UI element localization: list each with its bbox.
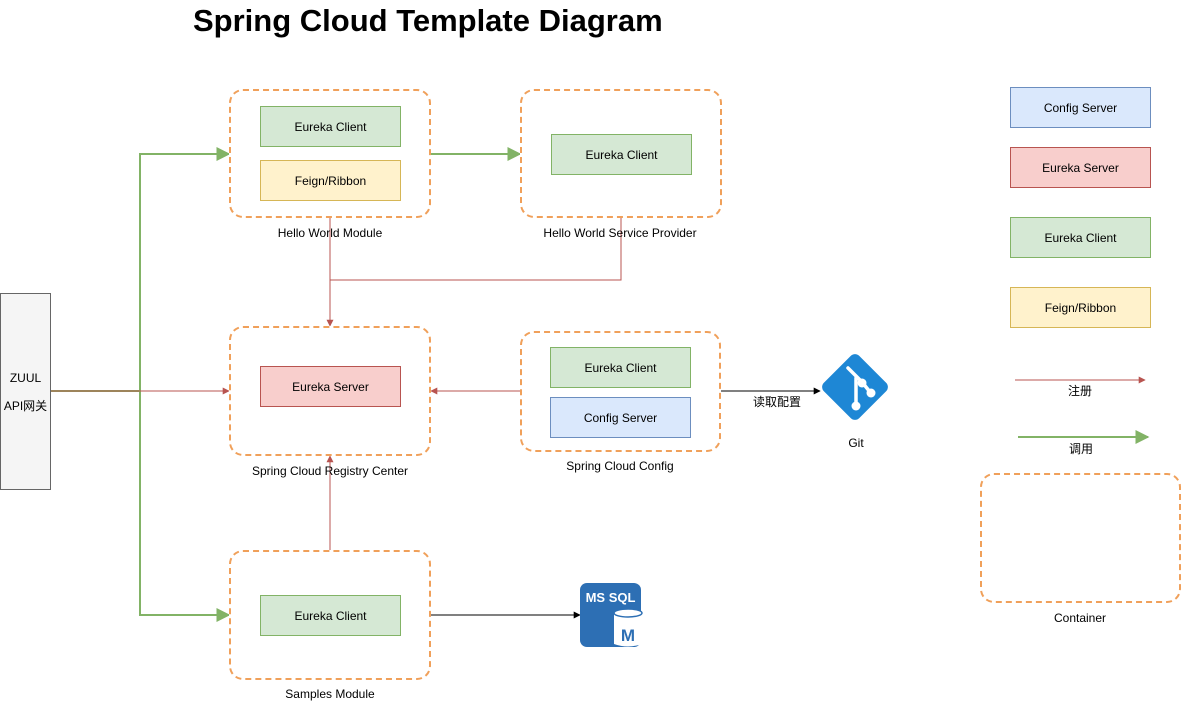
legend-config-server: Config Server	[1010, 87, 1151, 128]
api-gateway-label: API网关	[3, 398, 48, 413]
legend-invoke-label: 调用	[1069, 442, 1094, 456]
legend-eureka-client: Eureka Client	[1010, 217, 1151, 258]
legend-register-label: 注册	[1068, 384, 1093, 398]
hello-world-module-eureka-client: Eureka Client	[260, 106, 401, 147]
registry-eureka-server: Eureka Server	[260, 366, 401, 407]
config-eureka-client: Eureka Client	[550, 347, 691, 388]
hello-world-provider-eureka-client: Eureka Client	[551, 134, 692, 175]
git-label: Git	[848, 436, 864, 450]
invoke-edge-zuul-to-samples-module	[51, 390, 231, 622]
mssql-label-text: MS SQL	[586, 590, 636, 605]
legend-feign-ribbon: Feign/Ribbon	[1010, 287, 1151, 328]
page-title: Spring Cloud Template Diagram	[193, 3, 663, 38]
legend-eureka-server: Eureka Server	[1010, 147, 1151, 188]
legend-container-sample	[980, 473, 1181, 603]
read-config-label: 读取配置	[753, 395, 802, 409]
register-edge-provider-to-registry	[330, 218, 622, 281]
legend-container-label: Container	[1053, 611, 1107, 625]
caption-samples-module: Samples Module	[285, 687, 375, 701]
mssql-badge-text: M	[621, 626, 635, 645]
hello-world-module-feign-ribbon: Feign/Ribbon	[260, 160, 401, 201]
zuul-api-gateway: ZUUL API网关	[0, 293, 51, 490]
invoke-edge-zuul-to-hello-world-module	[51, 147, 231, 392]
samples-eureka-client: Eureka Client	[260, 595, 401, 636]
git-icon	[822, 354, 888, 420]
caption-hello-world-module: Hello World Module	[277, 226, 383, 240]
caption-hello-world-provider: Hello World Service Provider	[543, 226, 697, 240]
mssql-database-icon: MS SQL M	[580, 583, 643, 647]
zuul-label: ZUUL	[9, 370, 42, 385]
config-config-server: Config Server	[550, 397, 691, 438]
caption-registry-center: Spring Cloud Registry Center	[251, 464, 409, 478]
caption-spring-cloud-config: Spring Cloud Config	[566, 459, 674, 473]
